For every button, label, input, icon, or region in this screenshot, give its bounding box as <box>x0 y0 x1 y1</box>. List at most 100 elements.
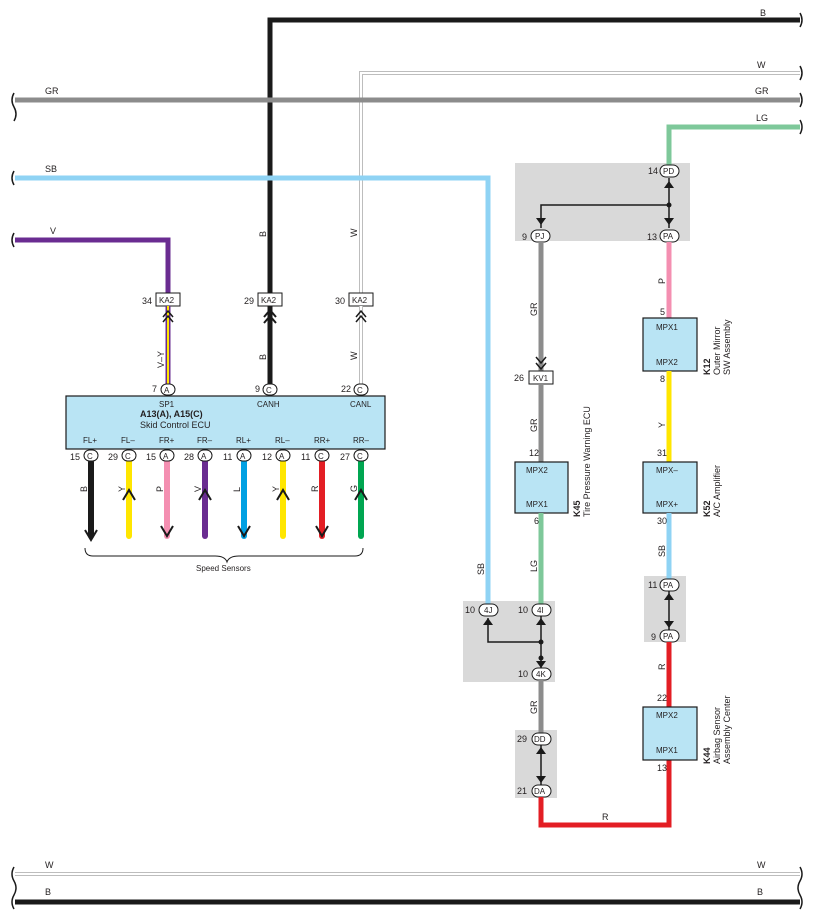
module-k52: 31 MPX– MPX+ 30 K52 A/C Amplifier <box>642 448 722 526</box>
junction-pd: 14 PD <box>648 164 680 178</box>
svg-text:RL+: RL+ <box>236 436 251 445</box>
junction-pj: 9 PJ <box>522 229 551 243</box>
module-k44: 22 MPX2 MPX1 13 K44 Airbag Sensor Assemb… <box>642 693 732 773</box>
wire-lg-top <box>666 124 800 170</box>
svg-text:FR–: FR– <box>197 436 213 445</box>
label-canl-wire-upper: W <box>349 228 359 237</box>
wire-r-bottom <box>538 760 672 828</box>
junction-dd: 29 DD <box>517 732 552 746</box>
junction-block-pd-pj <box>515 163 690 241</box>
svg-text:R: R <box>310 485 320 492</box>
svg-text:Y: Y <box>271 486 281 492</box>
svg-text:A: A <box>164 386 170 395</box>
label-pj-wire: GR <box>529 302 539 316</box>
label-gr-right: GR <box>755 86 769 96</box>
junction-da: 21 DA <box>517 784 552 798</box>
svg-text:B: B <box>79 486 89 492</box>
svg-text:SW Assembly: SW Assembly <box>722 319 732 375</box>
svg-text:34: 34 <box>142 296 152 306</box>
svg-text:11: 11 <box>223 452 232 462</box>
svg-text:V: V <box>193 486 203 492</box>
svg-text:PJ: PJ <box>535 232 544 241</box>
junction-4k: 10 4K <box>518 667 552 681</box>
label-bot-b-left: B <box>45 887 51 897</box>
wire-b-top <box>267 17 800 298</box>
svg-text:7: 7 <box>152 384 157 394</box>
sensor-arrow-6 <box>315 525 329 538</box>
svg-text:4K: 4K <box>536 670 546 679</box>
svg-text:PD: PD <box>663 167 674 176</box>
svg-text:11: 11 <box>648 580 657 590</box>
svg-text:KV1: KV1 <box>533 374 549 383</box>
connector-ka2-34: 34 KA2 <box>142 292 181 307</box>
svg-text:8: 8 <box>660 374 665 384</box>
svg-text:C: C <box>125 452 131 461</box>
label-lg-top: LG <box>756 113 768 123</box>
svg-text:CANL: CANL <box>350 400 372 409</box>
svg-text:5: 5 <box>660 307 665 317</box>
svg-text:A: A <box>240 452 246 461</box>
svg-text:L: L <box>232 487 242 492</box>
svg-text:SP1: SP1 <box>159 400 175 409</box>
label-4k-wire: GR <box>529 700 539 714</box>
speed-sensors-label: Speed Sensors <box>196 564 251 573</box>
label-sb-left: SB <box>45 164 57 174</box>
svg-text:MPX1: MPX1 <box>526 500 548 509</box>
label-pa9-out-wire: R <box>657 663 667 670</box>
sensor-arrow-7 <box>354 488 368 501</box>
svg-text:MPX1: MPX1 <box>656 746 678 755</box>
svg-text:13: 13 <box>647 232 657 242</box>
svg-text:30: 30 <box>335 296 345 306</box>
svg-text:14: 14 <box>648 166 658 176</box>
module-k45: 12 MPX2 MPX1 6 K45 Tire Pressure Warning… <box>514 406 592 526</box>
svg-text:Y: Y <box>117 486 127 492</box>
label-sp1-wire: V–Y <box>156 351 166 368</box>
wire-sb <box>15 175 491 605</box>
label-bot-w-left: W <box>45 860 54 870</box>
svg-text:A/C Amplifier: A/C Amplifier <box>712 465 722 517</box>
svg-text:9: 9 <box>651 632 656 642</box>
svg-text:C: C <box>318 452 324 461</box>
svg-text:10: 10 <box>465 605 475 615</box>
svg-text:Assembly Center: Assembly Center <box>722 695 732 764</box>
svg-text:9: 9 <box>255 384 260 394</box>
svg-text:DD: DD <box>534 735 546 744</box>
svg-text:12: 12 <box>262 452 272 462</box>
svg-text:FL+: FL+ <box>83 436 97 445</box>
label-sb-drop: SB <box>476 563 486 575</box>
svg-text:22: 22 <box>341 384 351 394</box>
label-pa-wire: P <box>657 278 667 284</box>
svg-text:MPX2: MPX2 <box>526 466 548 475</box>
svg-text:FR+: FR+ <box>159 436 175 445</box>
svg-text:CANH: CANH <box>257 400 280 409</box>
skid-control-ecu <box>65 395 386 450</box>
ecu-top-pins: 7 A SP1 9 C CANH 22 C CANL <box>152 383 372 409</box>
svg-text:MPX2: MPX2 <box>656 358 678 367</box>
svg-text:4J: 4J <box>484 606 492 615</box>
sensor-arrow-4 <box>237 525 251 538</box>
ecu-title-code: A13(A), A15(C) <box>140 409 203 419</box>
svg-text:K52: K52 <box>702 500 712 517</box>
junction-4i: 10 4I <box>518 603 552 617</box>
svg-text:28: 28 <box>184 452 194 462</box>
ecu-bottom-pin-4: RL+ 11 A L <box>223 436 252 539</box>
svg-text:KA2: KA2 <box>261 296 277 305</box>
svg-text:MPX2: MPX2 <box>656 711 678 720</box>
svg-text:P: P <box>155 486 165 492</box>
junction-pa-13: 13 PA <box>647 229 680 243</box>
label-gr-left: GR <box>45 86 59 96</box>
svg-text:DA: DA <box>534 787 546 796</box>
svg-text:10: 10 <box>518 605 528 615</box>
connector-ka2-30: 30 KA2 <box>335 292 374 307</box>
junction-pa-11: 11 PA <box>648 578 680 592</box>
label-canh-wire-upper: B <box>258 231 268 237</box>
svg-text:12: 12 <box>529 448 539 458</box>
svg-text:22: 22 <box>657 693 667 703</box>
